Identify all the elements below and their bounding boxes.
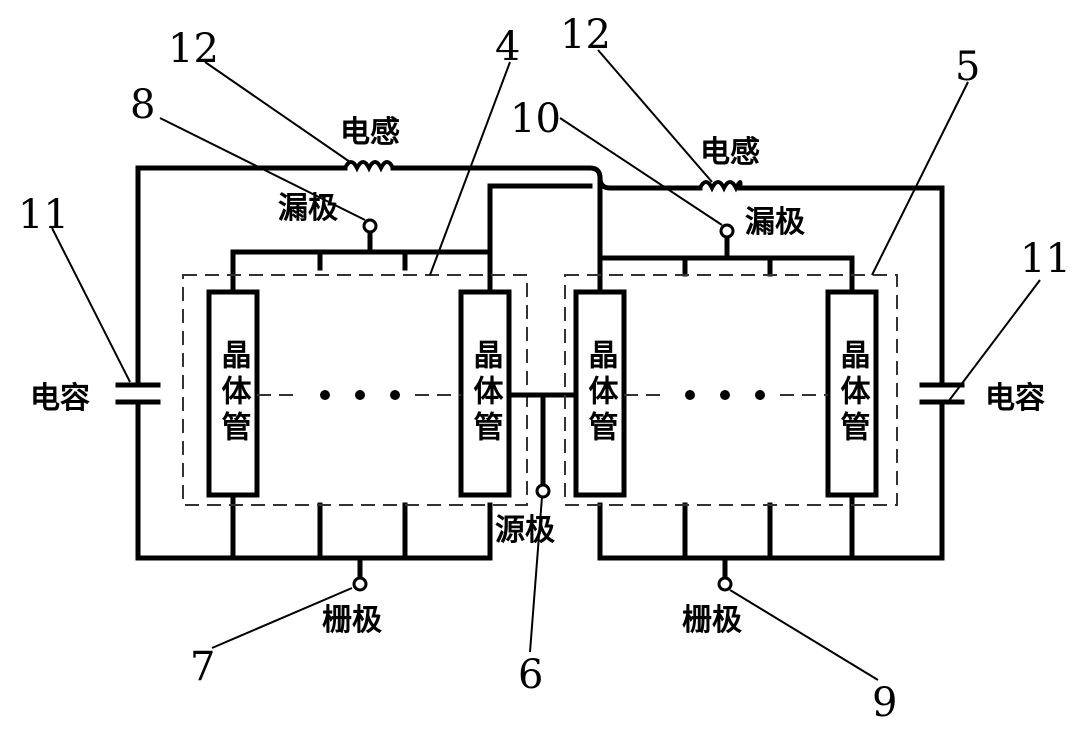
right-inductor xyxy=(698,180,743,193)
left-dot-3 xyxy=(390,390,400,400)
right-dot-2 xyxy=(720,390,730,400)
ref-6-leader xyxy=(529,496,543,653)
ref-9: 9 xyxy=(872,680,897,726)
ref-10: 10 xyxy=(510,96,561,142)
right-gate-label: 栅极 xyxy=(682,603,742,638)
right-drain-label: 漏极 xyxy=(745,205,805,240)
left-transistor-2 xyxy=(458,289,512,498)
right-capacitor-label: 电容 xyxy=(985,381,1045,416)
ref-9-leader xyxy=(729,589,879,681)
right-drain-terminal xyxy=(719,223,735,239)
left-drain-bus xyxy=(230,249,493,293)
right-dot-1 xyxy=(685,390,695,400)
ref-7-leader xyxy=(211,587,353,649)
left-inductor-label: 电感 xyxy=(340,115,400,150)
ref-4: 4 xyxy=(495,24,520,70)
right-gate-terminal xyxy=(717,576,733,592)
left-transistor-1-label: 晶体管 xyxy=(216,339,252,447)
left-bottom-branch xyxy=(135,399,493,561)
ref-12-left: 12 xyxy=(168,26,219,72)
ref-6: 6 xyxy=(518,652,543,698)
right-transistor-1 xyxy=(573,289,627,498)
left-dot-1 xyxy=(320,390,330,400)
left-inductor xyxy=(343,160,395,173)
ref-10-leader xyxy=(559,117,723,226)
ref-8: 8 xyxy=(130,82,155,128)
left-gate-terminal xyxy=(352,576,368,592)
left-transistor-1 xyxy=(206,289,260,498)
right-transistor-2 xyxy=(825,289,879,498)
left-drain-taps xyxy=(317,229,408,271)
left-capacitor-plates xyxy=(115,382,161,405)
right-inductor-label: 电感 xyxy=(700,135,760,170)
right-transistor-2-label: 晶体管 xyxy=(835,339,871,447)
left-dot-2 xyxy=(355,390,365,400)
ref-4-leader xyxy=(429,61,511,276)
ref-12-left-leader xyxy=(204,61,351,163)
ref-7: 7 xyxy=(190,644,215,690)
ref-12-right: 12 xyxy=(560,12,611,58)
ref-11-left-leader xyxy=(51,227,131,383)
right-drain-taps xyxy=(682,235,773,277)
left-capacitor-label: 电容 xyxy=(30,381,90,416)
left-top-wire xyxy=(135,165,348,388)
source-label: 源极 xyxy=(495,513,555,548)
right-module-boundary xyxy=(564,274,898,506)
ref-8-leader xyxy=(159,117,366,221)
left-drain-label: 漏极 xyxy=(278,191,338,226)
ref-11-right-leader xyxy=(947,279,1041,403)
left-to-right-drain-wire xyxy=(487,183,593,255)
ref-11-right: 11 xyxy=(1020,236,1071,282)
left-transistor-2-label: 晶体管 xyxy=(468,339,504,447)
left-drain-terminal xyxy=(362,218,378,234)
source-terminal xyxy=(535,483,551,499)
ref-11-left: 11 xyxy=(18,192,69,238)
ref-12-right-leader xyxy=(597,49,713,183)
right-capacitor-plates xyxy=(919,382,965,405)
left-gate-label: 栅极 xyxy=(322,603,382,638)
ref-5-leader xyxy=(871,81,969,276)
right-transistor-1-label: 晶体管 xyxy=(583,339,619,447)
right-top-wire xyxy=(737,185,945,388)
right-dot-3 xyxy=(755,390,765,400)
